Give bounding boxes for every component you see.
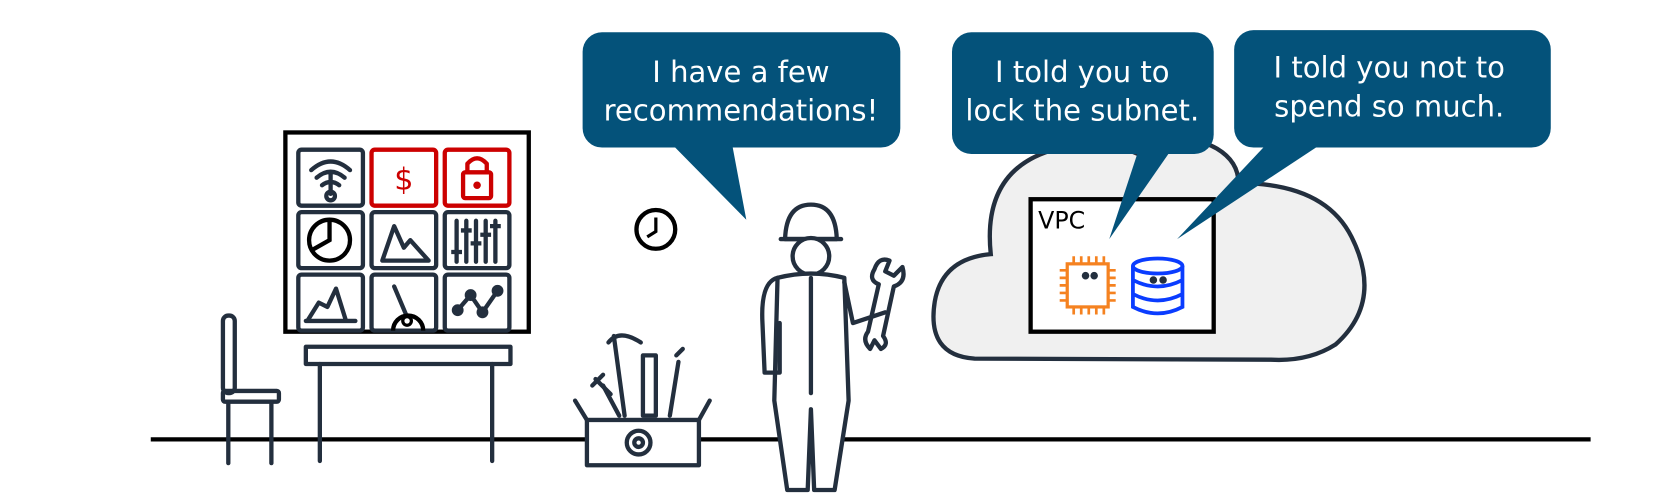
gauge-icon: [369, 272, 439, 333]
bubble-text: recommendations!: [604, 94, 879, 128]
line-chart-icon: [442, 272, 512, 333]
svg-text:$: $: [394, 163, 413, 198]
sliders-icon: [442, 209, 512, 271]
clock-icon: [634, 207, 678, 251]
bubble-text: I have a few: [652, 55, 829, 89]
bubble-text: lock the subnet.: [965, 94, 1199, 128]
pie-chart-icon: [296, 209, 366, 271]
vpc-label: VPC: [1038, 206, 1085, 234]
dashboard-board: $: [283, 130, 531, 334]
table-icon: [303, 344, 513, 464]
ec2-instance-icon: [1059, 256, 1116, 315]
bubble-text: I told you not to: [1274, 51, 1505, 85]
database-icon: [1131, 256, 1185, 316]
bubble-text: I told you to: [995, 55, 1170, 89]
wifi-icon: [296, 147, 366, 208]
toolbox-icon: [572, 333, 712, 468]
mountain-chart-icon: [369, 209, 439, 271]
area-chart-icon: [296, 272, 366, 333]
bubble-text: spend so much.: [1274, 89, 1504, 123]
speech-bubble-recommendations: I have a few recommendations!: [582, 32, 901, 220]
chair-icon: [220, 313, 282, 466]
speech-bubble-subnet: I told you to lock the subnet.: [952, 32, 1214, 240]
lock-icon: [442, 147, 512, 208]
speech-bubble-spend: I told you not to spend so much.: [1177, 30, 1551, 240]
dollar-icon: $: [369, 147, 439, 208]
worker-figure: [760, 202, 906, 493]
